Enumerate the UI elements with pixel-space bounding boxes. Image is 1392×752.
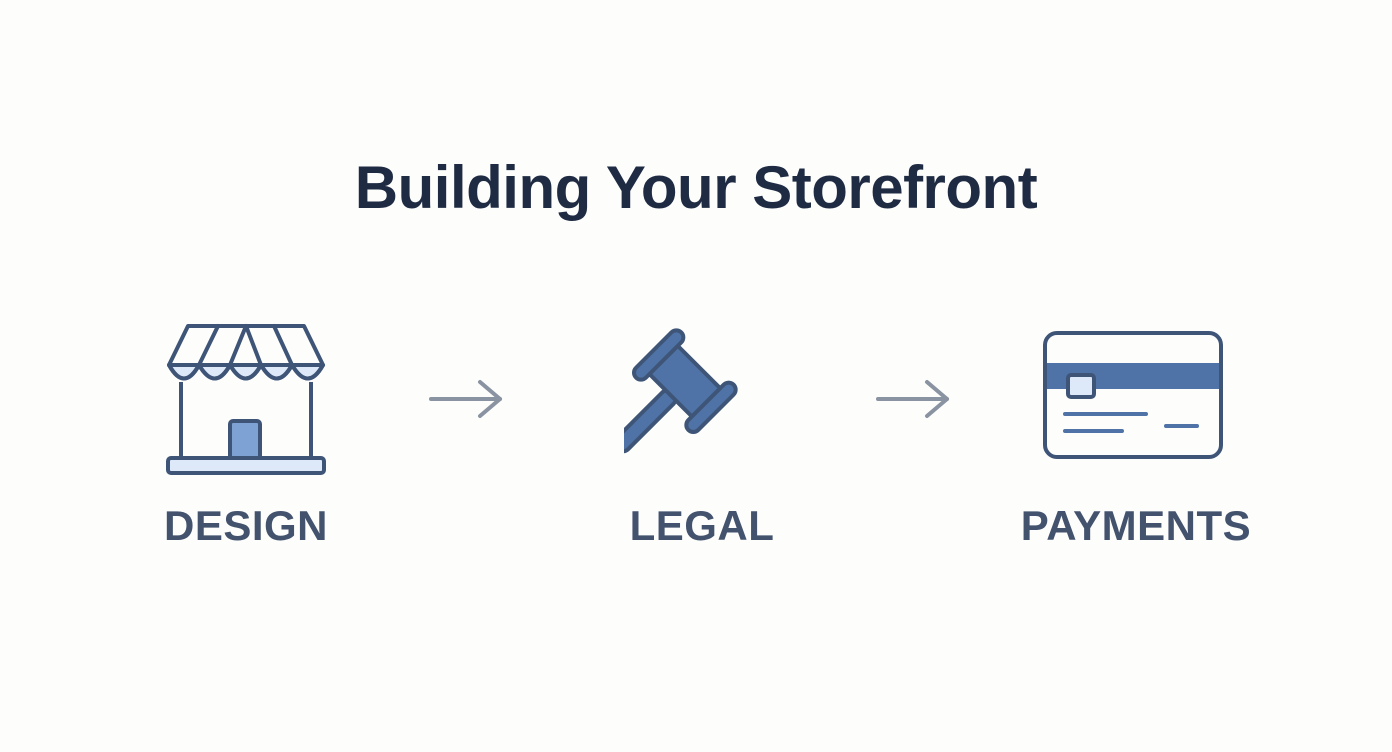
- step-label-payments: PAYMENTS: [1020, 502, 1252, 549]
- gavel-icon: [624, 328, 738, 454]
- diagram-title: Building Your Storefront: [354, 154, 1038, 221]
- step-label-design: DESIGN: [163, 502, 329, 549]
- storefront-icon: [166, 324, 326, 475]
- arrow-right-icon: [429, 380, 502, 418]
- step-label-legal: LEGAL: [629, 502, 775, 549]
- credit-card-icon: [1043, 331, 1223, 459]
- arrow-right-icon: [876, 380, 949, 418]
